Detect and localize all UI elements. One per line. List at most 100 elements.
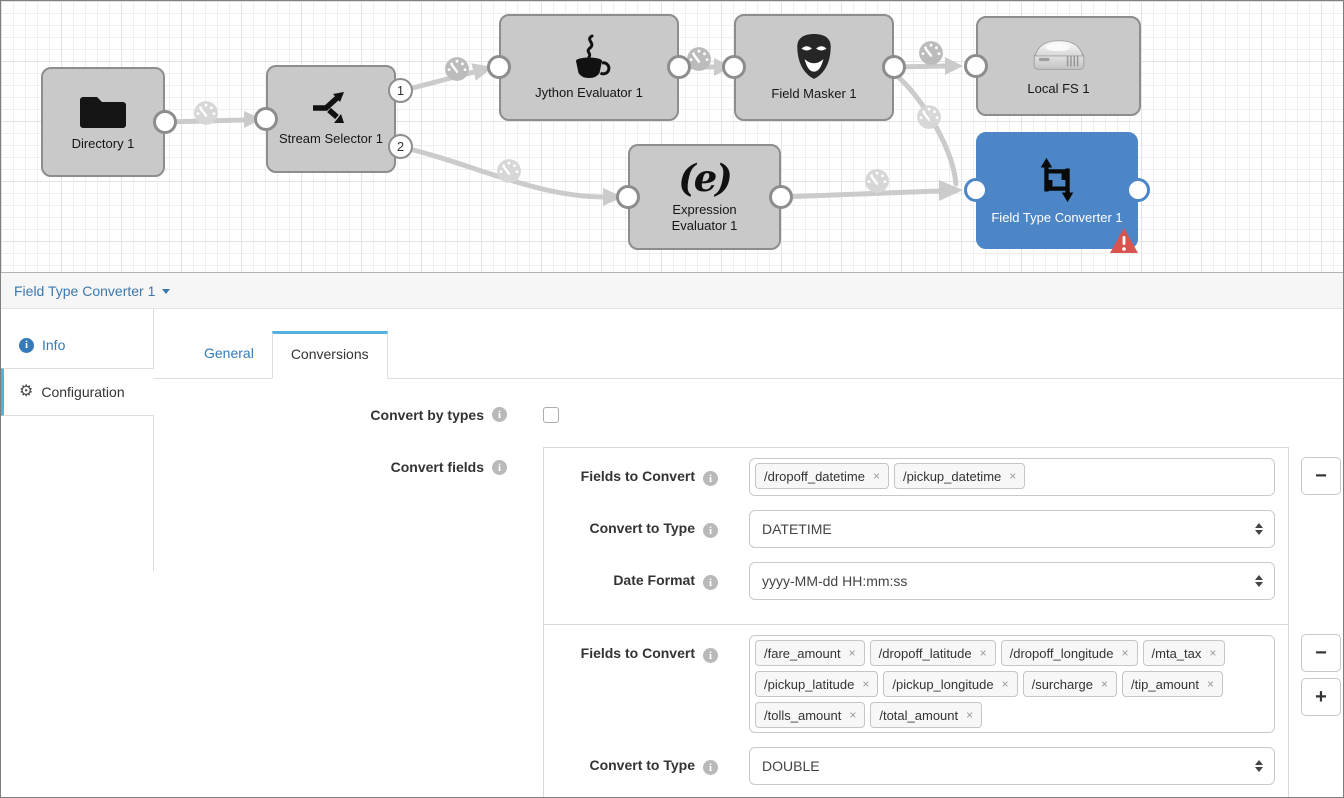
stage-local-fs[interactable]: Local FS 1 [976, 16, 1141, 116]
stage-field-type-converter[interactable]: Field Type Converter 1 [976, 132, 1138, 249]
field-tag: /pickup_latitude× [755, 671, 878, 697]
select-spinner-icon [1255, 523, 1263, 535]
expression-e-icon: (e) [678, 160, 731, 197]
stage-expression-evaluator[interactable]: (e) Expression Evaluator 1 [628, 144, 781, 250]
convert-to-type-select[interactable]: DOUBLE [749, 747, 1275, 785]
stage-stream-selector[interactable]: Stream Selector 1 [266, 65, 396, 173]
convert-to-type-label: Convert to Type [559, 510, 695, 536]
input-port[interactable] [254, 107, 278, 131]
detail-sidebar: i Info ⚙ Configuration [1, 309, 154, 798]
gear-icon: ⚙ [19, 384, 33, 400]
remove-tag-icon[interactable]: × [862, 677, 869, 691]
help-info-icon[interactable]: i [492, 407, 507, 422]
convert-by-types-checkbox[interactable] [543, 407, 559, 423]
output-port[interactable] [769, 185, 793, 209]
output-port[interactable] [153, 110, 177, 134]
link-metrics-gauge-icon [918, 40, 944, 66]
remove-conversion-button[interactable]: − [1301, 634, 1341, 672]
field-tag: /tip_amount× [1122, 671, 1223, 697]
link-metrics-gauge-icon [496, 158, 522, 184]
input-port[interactable] [722, 55, 746, 79]
field-tag: /pickup_datetime× [894, 463, 1025, 489]
stage-label: Stream Selector 1 [279, 131, 383, 147]
output-port-1[interactable]: 1 [388, 78, 413, 103]
output-port[interactable] [1126, 178, 1150, 202]
link-metrics-gauge-icon [193, 100, 219, 126]
arrowhead-icon [945, 57, 963, 75]
help-info-icon[interactable]: i [703, 648, 718, 663]
help-info-icon[interactable]: i [492, 460, 507, 475]
fields-to-convert-label: Fields to Convert [559, 635, 695, 661]
field-tag: /total_amount× [870, 702, 982, 728]
output-port-2[interactable]: 2 [388, 134, 413, 159]
arrowhead-icon [939, 180, 963, 201]
pipeline-canvas[interactable]: Directory 1 Stream Selector 1 Jython Eva… [1, 1, 1343, 272]
remove-tag-icon[interactable]: × [1002, 677, 1009, 691]
help-info-icon[interactable]: i [703, 575, 718, 590]
theater-mask-icon [795, 33, 833, 81]
stage-label: Field Type Converter 1 [991, 210, 1122, 226]
field-tag: /dropoff_datetime× [755, 463, 889, 489]
conversion-group-1: Fields to Convert i /dropoff_datetime× /… [544, 448, 1288, 624]
remove-tag-icon[interactable]: × [1122, 646, 1129, 660]
stage-selector-dropdown[interactable]: Field Type Converter 1 [14, 283, 170, 299]
input-port[interactable] [616, 185, 640, 209]
link-metrics-gauge-icon [916, 104, 942, 130]
validation-error-icon[interactable] [1109, 227, 1139, 254]
stage-jython-evaluator[interactable]: Jython Evaluator 1 [499, 14, 679, 121]
remove-tag-icon[interactable]: × [980, 646, 987, 660]
field-tag: /mta_tax× [1143, 640, 1226, 666]
stage-directory[interactable]: Directory 1 [41, 67, 165, 177]
field-tag: /surcharge× [1023, 671, 1117, 697]
date-format-select[interactable]: yyyy-MM-dd HH:mm:ss [749, 562, 1275, 600]
date-format-label: Date Format [559, 562, 695, 588]
stage-field-masker[interactable]: Field Masker 1 [734, 14, 894, 121]
stage-label: Directory 1 [72, 136, 135, 152]
stage-label: Field Masker 1 [771, 86, 856, 102]
remove-tag-icon[interactable]: × [1101, 677, 1108, 691]
remove-tag-icon[interactable]: × [849, 646, 856, 660]
field-tag: /pickup_longitude× [883, 671, 1017, 697]
fields-to-convert-input[interactable]: /fare_amount× /dropoff_latitude× /dropof… [749, 635, 1275, 733]
conversion-group-2: Fields to Convert i /fare_amount× /dropo… [544, 624, 1288, 798]
add-conversion-button[interactable]: + [1301, 678, 1341, 716]
convert-to-type-label: Convert to Type [559, 747, 695, 773]
remove-tag-icon[interactable]: × [1207, 677, 1214, 691]
field-tag: /dropoff_latitude× [870, 640, 996, 666]
remove-tag-icon[interactable]: × [1209, 646, 1216, 660]
remove-tag-icon[interactable]: × [1009, 469, 1016, 483]
output-port[interactable] [882, 55, 906, 79]
fields-to-convert-label: Fields to Convert [559, 458, 695, 484]
convert-fields-panel: Fields to Convert i /dropoff_datetime× /… [543, 447, 1289, 798]
convert-fields-label: Convert fields [154, 447, 484, 475]
convert-to-type-select[interactable]: DATETIME [749, 510, 1275, 548]
field-tag: /tolls_amount× [755, 702, 865, 728]
select-spinner-icon [1255, 575, 1263, 587]
coffee-cup-icon [565, 34, 613, 80]
field-tag: /dropoff_longitude× [1001, 640, 1138, 666]
sidebar-item-configuration[interactable]: ⚙ Configuration [1, 368, 154, 416]
remove-tag-icon[interactable]: × [966, 708, 973, 722]
help-info-icon[interactable]: i [703, 523, 718, 538]
input-port[interactable] [964, 54, 988, 78]
link-metrics-gauge-icon [864, 168, 890, 194]
output-port[interactable] [667, 55, 691, 79]
stage-label: Local FS 1 [1027, 81, 1089, 97]
remove-tag-icon[interactable]: × [849, 708, 856, 722]
input-port[interactable] [964, 178, 988, 202]
remove-conversion-button[interactable]: − [1301, 457, 1341, 495]
input-port[interactable] [487, 55, 511, 79]
edge-expression-to-converter[interactable] [781, 191, 939, 197]
help-info-icon[interactable]: i [703, 471, 718, 486]
stage-breadcrumb-bar: Field Type Converter 1 [1, 272, 1343, 309]
folder-icon [77, 91, 129, 131]
fields-to-convert-input[interactable]: /dropoff_datetime× /pickup_datetime× [749, 458, 1275, 496]
tab-conversions[interactable]: Conversions [272, 331, 388, 379]
info-icon: i [19, 338, 34, 353]
remove-tag-icon[interactable]: × [873, 469, 880, 483]
help-info-icon[interactable]: i [703, 760, 718, 775]
type-converter-icon [1033, 155, 1081, 205]
sidebar-item-info[interactable]: i Info [1, 322, 153, 368]
tab-general[interactable]: General [186, 331, 272, 378]
